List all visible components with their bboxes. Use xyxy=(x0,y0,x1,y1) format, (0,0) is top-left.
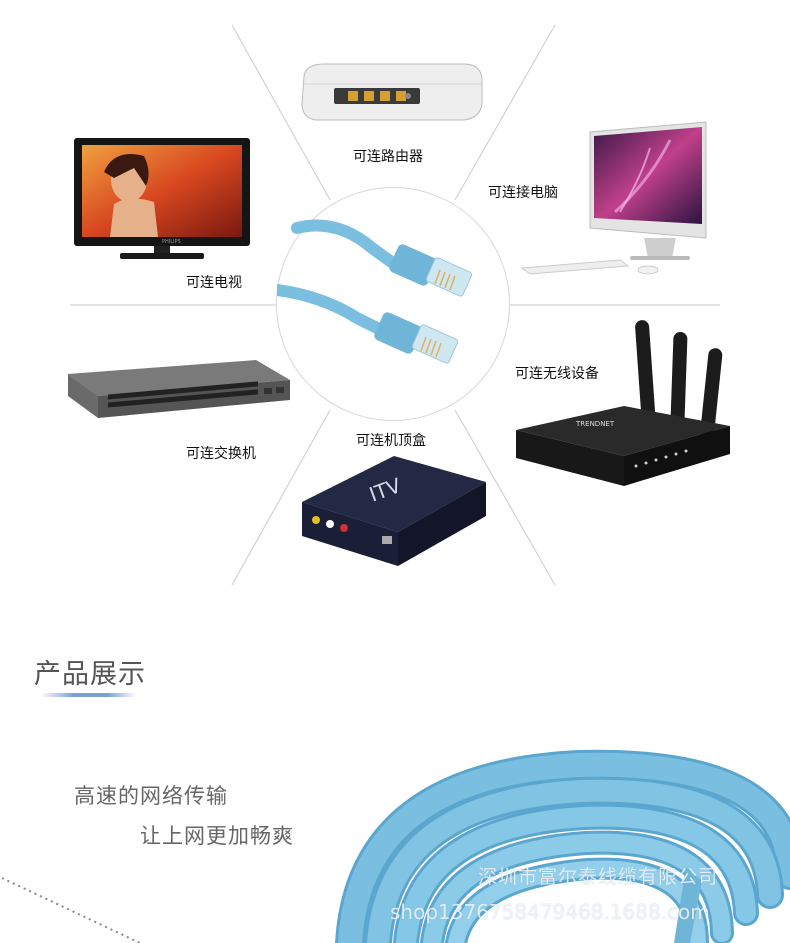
computer-label: 可连接电脑 xyxy=(488,185,558,201)
section-title-underline xyxy=(40,693,136,697)
set-top-box-icon: ITV xyxy=(302,456,486,566)
switch-label: 可连交换机 xyxy=(186,446,256,462)
watermark-shop: shop1376758479468.1688.com xyxy=(390,900,710,924)
desktop-computer-icon xyxy=(520,121,707,275)
router-icon xyxy=(301,63,483,121)
television-icon: PHILIPS xyxy=(74,138,250,259)
network-switch-icon xyxy=(68,360,290,418)
slogan-line-1: 高速的网络传输 xyxy=(74,784,228,808)
center-circle xyxy=(271,187,510,421)
slogan-line-2: 让上网更加畅爽 xyxy=(140,824,294,848)
wireless-brand-text: TRENDNET xyxy=(575,420,615,428)
radial-divider-lines xyxy=(70,24,720,586)
section-title: 产品展示 xyxy=(34,659,146,690)
wireless-label: 可连无线设备 xyxy=(515,366,599,382)
flat-ethernet-cable-icon xyxy=(271,219,473,364)
coiled-cable-icon xyxy=(335,749,790,943)
tv-brand-text: PHILIPS xyxy=(162,239,181,245)
watermark-company: 深圳市富尔泰线缆有限公司 xyxy=(478,866,719,888)
settop-label: 可连机顶盒 xyxy=(356,433,426,449)
tv-label: 可连电视 xyxy=(186,275,242,291)
router-label: 可连路由器 xyxy=(353,149,423,165)
wireless-router-icon: TRENDNET xyxy=(516,320,730,486)
dotted-decoration xyxy=(1,877,140,943)
